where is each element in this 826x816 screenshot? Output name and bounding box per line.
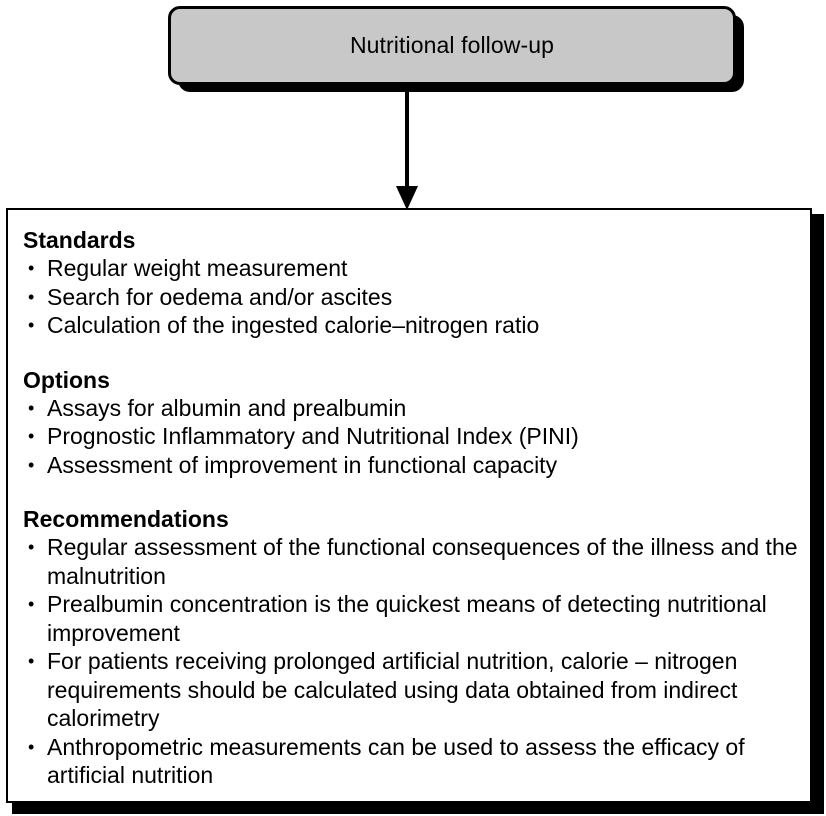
standards-list: • Regular weight measurement • Search for … (23, 254, 808, 340)
section-options: Options • Assays for albumin and prealbum… (23, 366, 808, 480)
bullet-icon: • (28, 315, 35, 335)
section-heading-standards: Standards (23, 227, 136, 253)
list-item: • Prealbumin concentration is the quickes… (23, 590, 808, 647)
bullet-icon: • (28, 651, 35, 671)
bullet-icon: • (28, 426, 35, 446)
bullet-icon: • (28, 286, 35, 307)
section-recommendations: Recommendations • Regular assessment of t… (23, 505, 808, 790)
list-item: • Prognostic Inflammatory and Nutritional… (23, 422, 808, 451)
guidelines-box: Standards • Regular weight measurement • S… (6, 208, 812, 803)
list-item-text: Regular weight measurement (47, 255, 348, 281)
bullet-icon: • (28, 454, 35, 475)
list-item-text: Search for oedema and/or ascites (47, 283, 393, 310)
list-item: • Search for oedema and/or ascites (23, 283, 808, 312)
bullet-icon: • (28, 594, 35, 614)
options-list: • Assays for albumin and prealbumin • Prog… (23, 394, 808, 480)
guidelines-content: Standards • Regular weight measurement • S… (23, 226, 808, 790)
section-heading-options: Options (23, 366, 110, 393)
list-item: • Anthropometric measurements can be used… (23, 733, 808, 790)
list-item-text: Assays for albumin and prealbumin (47, 394, 407, 421)
list-item-text: Anthropometric measurements can be used … (47, 733, 745, 789)
list-item-text: Prealbumin concentration is the quickest… (47, 591, 767, 646)
connector-arrow-head (396, 186, 418, 210)
list-item: • For patients receiving prolonged artifi… (23, 647, 808, 733)
bullet-icon: • (28, 258, 35, 278)
top-box-title: Nutritional follow-up (349, 32, 555, 58)
section-heading-recommendations: Recommendations (23, 506, 229, 532)
list-item-text: Assessment of improvement in functional … (47, 451, 558, 478)
nutritional-follow-up-box: Nutritional follow-up (168, 6, 736, 85)
connector-arrow-line (405, 92, 409, 188)
list-item: • Regular assessment of the functional co… (23, 533, 808, 590)
bullet-icon: • (28, 537, 35, 557)
list-item-text: Regular assessment of the functional con… (47, 534, 798, 589)
list-item: • Assays for albumin and prealbumin (23, 394, 808, 423)
list-item-text: Prognostic Inflammatory and Nutritional … (47, 423, 579, 449)
bullet-icon: • (28, 736, 35, 757)
recommendations-list: • Regular assessment of the functional co… (23, 533, 808, 790)
bullet-icon: • (28, 397, 35, 418)
list-item: • Regular weight measurement (23, 254, 808, 283)
list-item-text: Calculation of the ingested calorie–nitr… (47, 312, 540, 338)
list-item: • Assessment of improvement in functional… (23, 451, 808, 480)
list-item-text: For patients receiving prolonged artific… (47, 648, 738, 731)
section-standards: Standards • Regular weight measurement • S… (23, 226, 808, 340)
list-item: • Calculation of the ingested calorie–nit… (23, 311, 808, 340)
